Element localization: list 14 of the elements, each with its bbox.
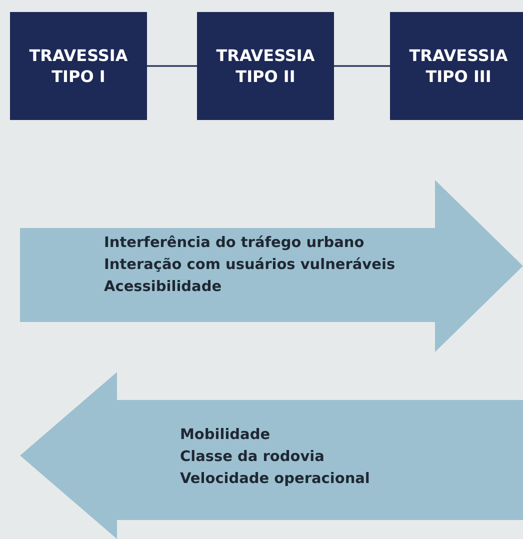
connector-line — [334, 65, 390, 67]
process-box — [197, 12, 334, 120]
process-box — [10, 12, 147, 120]
connector-line — [147, 65, 197, 67]
arrow-text: Classe da rodovia — [180, 448, 326, 467]
box-label: TRAVESSIA TIPO I — [28, 45, 129, 87]
arrow-text: Interação com usuários vulneráveis — [104, 256, 396, 275]
arrow-text: Velocidade operacional — [180, 470, 370, 489]
arrow-text: Interferência do tráfego urbano — [104, 234, 366, 253]
arrow-text: Acessibilidade — [104, 278, 223, 297]
arrow-text: Mobilidade — [180, 426, 272, 445]
box-label: TRAVESSIA TIPO II — [215, 45, 316, 87]
box-label: TRAVESSIA TIPO III — [408, 45, 509, 87]
process-box — [390, 12, 523, 120]
